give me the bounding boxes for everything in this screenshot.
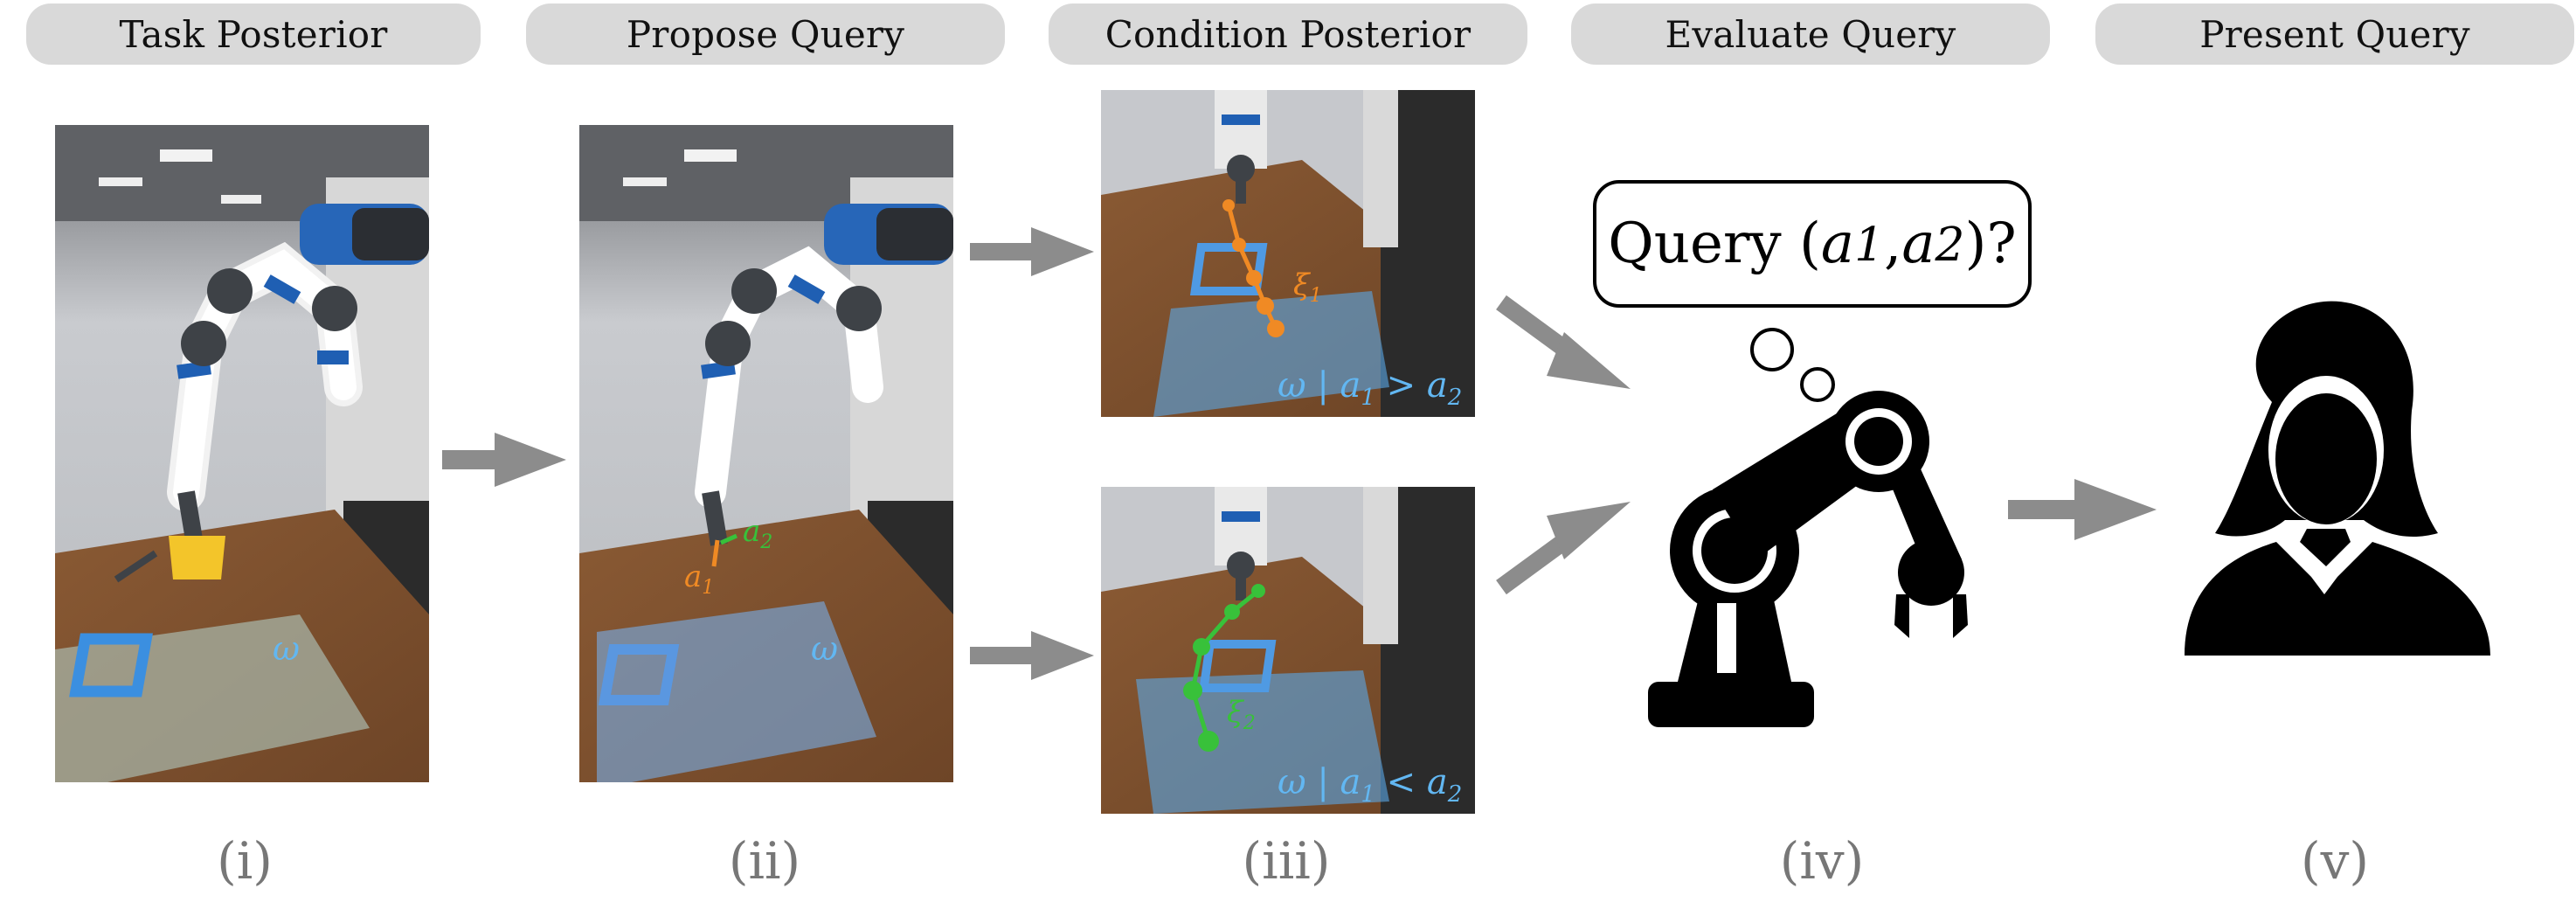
photo-condition-posterior-bottom <box>1101 487 1475 814</box>
step-label-iv: (iv) <box>1779 831 1865 891</box>
arrow-right-icon <box>1496 295 1631 389</box>
header-task-posterior: Task Posterior <box>26 3 481 65</box>
header-evaluate-query: Evaluate Query <box>1571 3 2050 65</box>
arrow-right-icon <box>442 433 566 487</box>
arrow-right-icon <box>970 227 1094 276</box>
arrow-right-icon <box>1496 502 1631 595</box>
person-silhouette-icon <box>2185 301 2490 656</box>
photo-propose-query <box>579 125 953 782</box>
label-a1: a1 <box>684 559 715 599</box>
arrow-right-icon <box>970 631 1094 680</box>
arrow-right-icon <box>2008 479 2157 540</box>
photo-task-posterior <box>55 125 429 782</box>
label-a2: a2 <box>743 514 773 553</box>
label-omega-task: ω <box>273 629 300 668</box>
label-xi2: ξ2 <box>1227 695 1256 734</box>
step-label-i: (i) <box>217 831 273 891</box>
step-label-v: (v) <box>2300 831 2370 891</box>
robot-arm-icon <box>1648 391 1968 727</box>
label-xi1: ξ1 <box>1293 267 1322 307</box>
thought-dot-small <box>1800 367 1835 402</box>
header-propose-query: Propose Query <box>526 3 1005 65</box>
step-label-ii: (ii) <box>728 831 801 891</box>
header-present-query: Present Query <box>2095 3 2574 65</box>
thought-dot-large <box>1750 328 1794 371</box>
step-label-iii: (iii) <box>1242 831 1331 891</box>
label-condition-bottom: ω | a1 < a2 <box>1278 762 1463 808</box>
header-condition-posterior: Condition Posterior <box>1049 3 1527 65</box>
label-omega-propose: ω <box>811 629 838 668</box>
photo-condition-posterior-top <box>1101 90 1475 417</box>
label-condition-top: ω | a1 > a2 <box>1278 365 1463 411</box>
